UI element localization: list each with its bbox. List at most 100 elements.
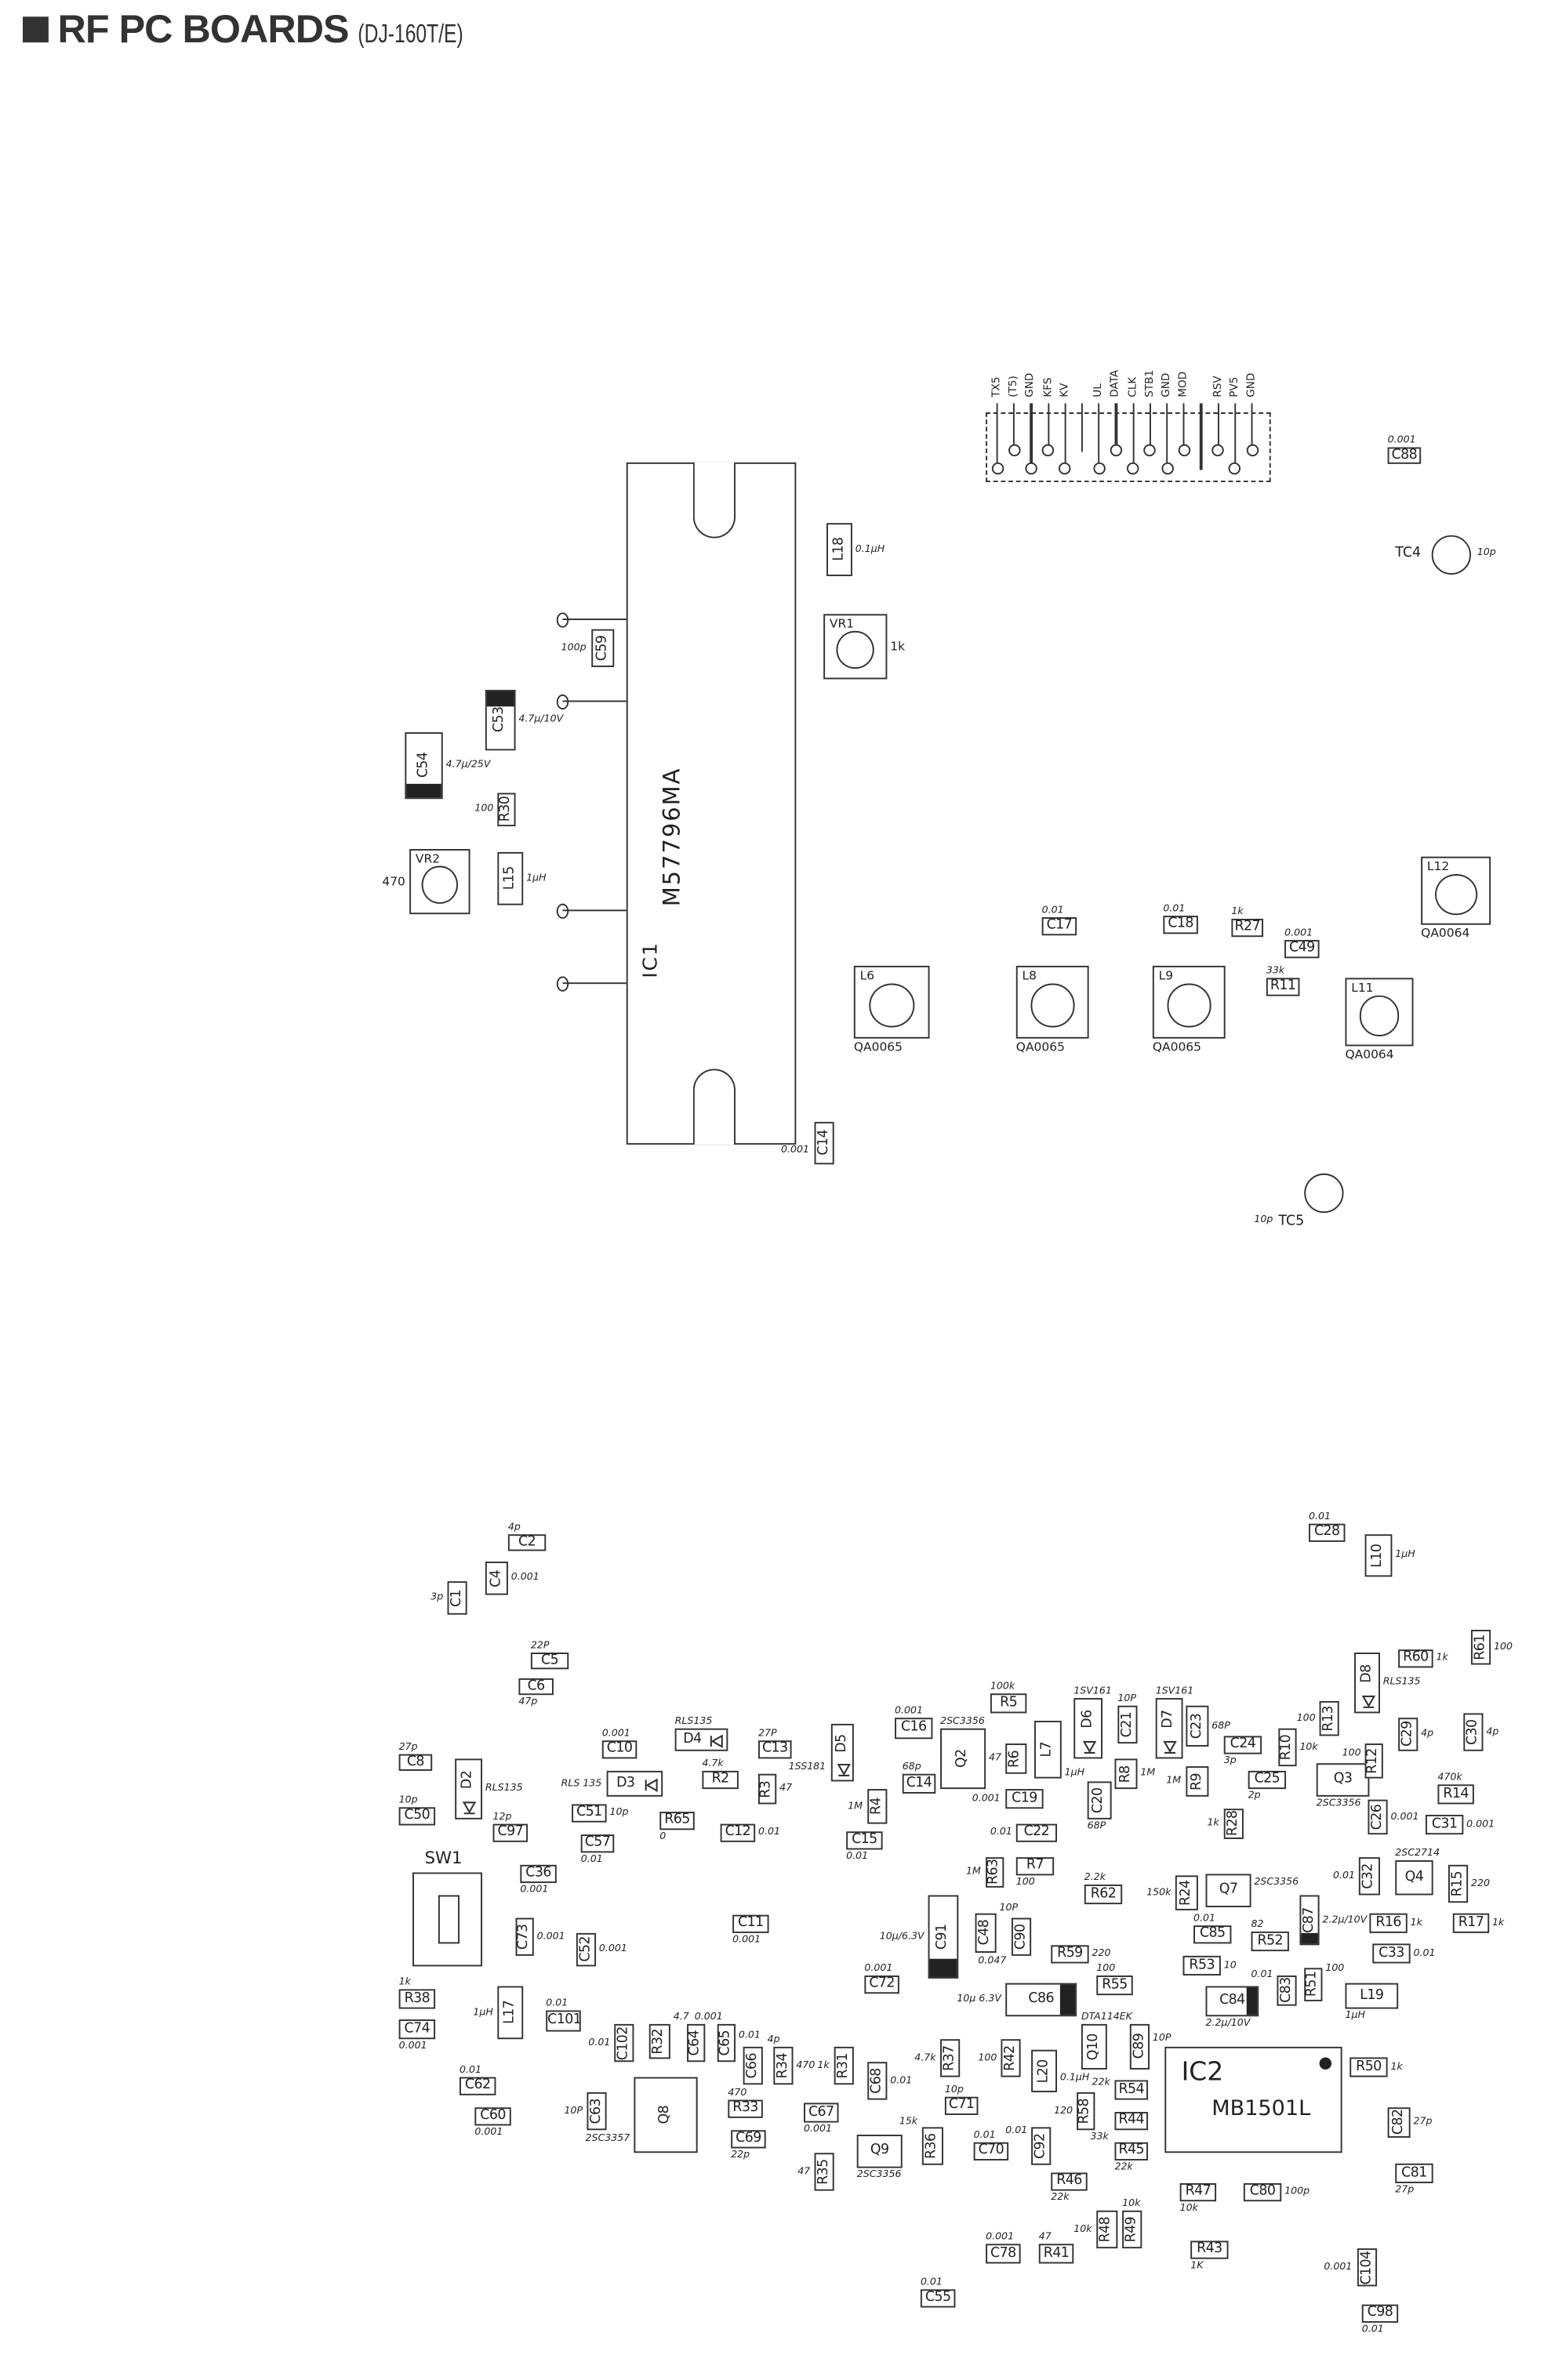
component-ref: R43 xyxy=(1197,2241,1222,2257)
connector-pin-label: KV xyxy=(1058,383,1071,397)
component-value: 1k xyxy=(398,1975,411,1987)
component-c8: C8 xyxy=(398,1754,433,1771)
component-value: RLS135 xyxy=(1382,1675,1421,1689)
component-c2: C2 xyxy=(507,1534,547,1551)
component-c83: C83 xyxy=(1277,1975,1297,2006)
component-ref: D2 xyxy=(460,1769,476,1789)
component-value: 2p xyxy=(1248,1789,1261,1801)
component-value: 10p xyxy=(609,1805,629,1819)
component-ref: C19 xyxy=(1012,1790,1037,1806)
component-value: 0.01 xyxy=(920,2274,943,2287)
component-value: QA0064 xyxy=(1345,1047,1394,1061)
connector-pin-pad xyxy=(1041,444,1055,457)
component-r33: R33 xyxy=(728,2099,763,2118)
component-ref: D5 xyxy=(834,1733,850,1752)
component-d7: D7 xyxy=(1155,1698,1183,1759)
component-value: 0.01 xyxy=(460,2063,482,2075)
component-ref: C54 xyxy=(415,753,431,778)
component-ref: L9 xyxy=(1158,968,1174,983)
component-value: 100 xyxy=(978,2051,997,2063)
component-q3: Q3 xyxy=(1316,1763,1370,1797)
component-ref: C59 xyxy=(594,635,610,662)
component-ref: C28 xyxy=(1313,1524,1340,1540)
component-ref: C71 xyxy=(948,2097,975,2113)
component-value: 1SV161 xyxy=(1155,1683,1194,1696)
component-r6: R6 xyxy=(1005,1743,1027,1774)
connector-pin-line xyxy=(1251,403,1253,452)
component-r14: R14 xyxy=(1437,1784,1474,1805)
component-r31: R31 xyxy=(834,2046,854,2085)
component-value: 2.2k xyxy=(1084,1870,1106,1883)
component-value: 10k xyxy=(1122,2196,1141,2208)
component-ref: R51 xyxy=(1305,1972,1320,1997)
component-value: QA0064 xyxy=(1421,926,1470,941)
component-q2: Q2 xyxy=(940,1728,986,1790)
component-c78: C78 xyxy=(986,2244,1021,2264)
component-ref: L8 xyxy=(1022,968,1037,983)
connector-pin-pad xyxy=(1110,444,1122,457)
component-c70: C70 xyxy=(973,2142,1009,2161)
component-value: 1μH xyxy=(1064,1766,1085,1780)
component-c11: C11 xyxy=(732,1914,769,1933)
component-c14: C14 xyxy=(902,1773,936,1794)
component-r44: R44 xyxy=(1114,2112,1149,2131)
component-r5: R5 xyxy=(990,1693,1027,1714)
component-value: 1k xyxy=(1410,1916,1422,1928)
component-q10: Q10 xyxy=(1081,2023,1107,2070)
component-value: 1k xyxy=(1436,1651,1448,1664)
component-value: 470 xyxy=(382,874,405,888)
component-ref: R4 xyxy=(869,1798,885,1816)
component-q8: Q8 xyxy=(634,2077,698,2153)
component-ref: R32 xyxy=(651,2028,667,2055)
component-value: 22k xyxy=(1092,2075,1110,2088)
connector-pin-pad xyxy=(1245,444,1259,457)
component-c18: C18 xyxy=(1163,916,1198,934)
component-ref: C26 xyxy=(1369,1804,1385,1830)
component-r62: R62 xyxy=(1084,1884,1123,1905)
component-c84: C84 xyxy=(1205,1986,1259,2017)
component-value: 0.01 xyxy=(1413,1946,1436,1959)
component-ref: C62 xyxy=(464,2077,491,2093)
component-c88: C88 xyxy=(1387,447,1422,464)
component-value: 100 xyxy=(1493,1640,1513,1653)
component-value: 1μH xyxy=(473,2005,493,2018)
component-c63: C63 xyxy=(587,2092,607,2131)
component-d8: D8 xyxy=(1354,1653,1380,1714)
component-value: 1k xyxy=(1390,2059,1403,2073)
connector-pin-label: GND xyxy=(1244,372,1258,397)
component-ref: R27 xyxy=(1234,919,1260,935)
component-r8: R8 xyxy=(1114,1758,1138,1790)
component-r3: R3 xyxy=(758,1773,777,1805)
component-r52: R52 xyxy=(1251,1931,1289,1952)
component-l7: L7 xyxy=(1033,1721,1062,1779)
component-r13: R13 xyxy=(1319,1700,1339,1736)
component-tc4 xyxy=(1426,508,1474,599)
component-value: 0.001 xyxy=(474,2125,503,2138)
component-ref: C1 xyxy=(449,1589,464,1607)
diode-symbol-icon xyxy=(645,1777,658,1792)
component-c5: C5 xyxy=(530,1653,569,1670)
adjust-circle-icon xyxy=(1435,873,1477,915)
connector-pin-line xyxy=(1233,403,1237,470)
component-value: 0.001 xyxy=(1466,1817,1495,1830)
component-value: 10μ/6.3V xyxy=(879,1929,924,1942)
component-value: 0.001 xyxy=(510,1571,539,1584)
component-value: 2SC3356 xyxy=(1316,1796,1361,1809)
component-c65: C65 xyxy=(717,2023,736,2063)
adjust-circle-icon xyxy=(421,865,459,905)
component-c62: C62 xyxy=(460,2077,496,2095)
component-value: 1μH xyxy=(526,871,547,884)
component-value: 470 xyxy=(728,2085,747,2098)
component-value: RLS135 xyxy=(485,1781,523,1794)
component-ref: R28 xyxy=(1225,1811,1241,1837)
component-value: 150k xyxy=(1146,1885,1172,1898)
component-ref: R46 xyxy=(1056,2173,1082,2189)
component-l6: L6 xyxy=(853,965,930,1039)
component-r36: R36 xyxy=(921,2127,943,2165)
ic1-lead xyxy=(556,694,627,710)
component-value: 0.01 xyxy=(1361,2322,1384,2335)
component-value: 4p xyxy=(1421,1727,1434,1740)
component-r55: R55 xyxy=(1096,1975,1133,1996)
component-ref: C30 xyxy=(1465,1719,1480,1745)
component-value: 10k xyxy=(1073,2222,1092,2235)
